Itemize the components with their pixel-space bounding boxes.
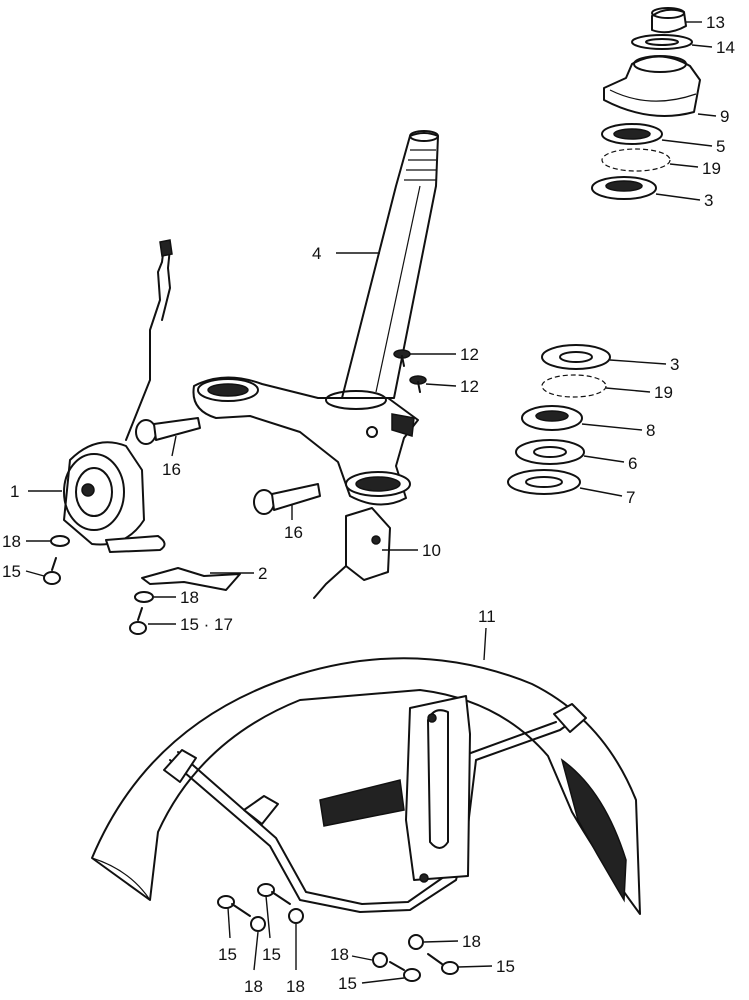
washer-18-bracket [134,591,154,603]
bolt-15-fender-left [217,895,251,917]
label-15-fender-mid: 15 [262,945,281,964]
label-18-fender-left: 18 [244,977,263,996]
bolt-15-horn [43,557,61,585]
bearing-adjusting-nut-9 [603,55,701,117]
top-ball-race-3 [591,176,657,200]
part-labels: 13 14 9 5 19 3 4 12 12 3 19 8 6 7 16 16 … [2,13,735,996]
label-12-lower: 12 [460,377,479,396]
bottom-cone-race-8 [521,405,583,431]
label-3-upper: 3 [704,191,713,210]
label-11: 11 [478,607,496,626]
label-7: 7 [626,488,635,507]
steel-balls-19-upper [601,148,671,172]
screw-12-upper [393,349,411,367]
label-13: 13 [706,13,725,32]
label-4: 4 [312,244,321,263]
washer-7 [507,469,581,495]
steering-stem [341,130,439,399]
label-5: 5 [716,137,725,156]
label-18-fender-bottom: 18 [330,945,349,964]
lower-fork-bridge [192,376,419,506]
label-18-fender-right: 18 [462,932,481,951]
washer-18-fender-left [250,916,266,932]
label-15-fender-right: 15 [496,957,515,976]
washer-18-fender-mid [288,908,304,924]
label-10: 10 [422,541,441,560]
washer-18-horn [50,535,70,547]
bolt-15-17-bracket [129,607,147,635]
bottom-ball-race-3 [541,344,611,370]
label-8: 8 [646,421,655,440]
fender-stay [163,695,587,913]
label-18-bracket: 18 [180,588,199,607]
horn-bracket [141,567,241,591]
top-cone-race-5 [601,123,663,145]
steering-stem-nut [651,7,687,34]
label-19-upper: 19 [702,159,721,178]
label-12-upper: 12 [460,345,479,364]
label-3-lower: 3 [670,355,679,374]
label-15-17: 15 · 17 [180,615,233,634]
bolt-15-fender-bottom [389,961,421,982]
label-18-horn: 18 [2,532,21,551]
label-6: 6 [628,454,637,473]
washer-18-fender-bottom [372,952,388,968]
label-19-lower: 19 [654,383,673,402]
horn [63,239,173,553]
label-18-fender-mid: 18 [286,977,305,996]
washer-18-fender-right [408,934,424,950]
bolt-15-fender-right [427,953,459,975]
label-1: 1 [10,482,19,501]
steel-balls-19-lower [541,374,607,398]
label-9: 9 [720,107,729,126]
dust-seal-6 [515,439,585,465]
label-14: 14 [716,38,735,57]
label-16-bracket: 16 [284,523,303,542]
leader-lines [25,21,717,984]
screw-12-lower [409,375,427,393]
label-16-horn: 16 [162,460,181,479]
washer-14 [631,34,693,50]
front-fender [91,657,641,915]
label-15-horn: 15 [2,562,21,581]
bolt-15-fender-mid [257,883,291,905]
label-15-fender-bottom: 15 [338,974,357,993]
label-2: 2 [258,564,267,583]
cable-holder [313,507,391,599]
bolt-16-horn [135,417,201,445]
label-15-fender-left: 15 [218,945,237,964]
bolt-16-bracket [253,483,321,515]
